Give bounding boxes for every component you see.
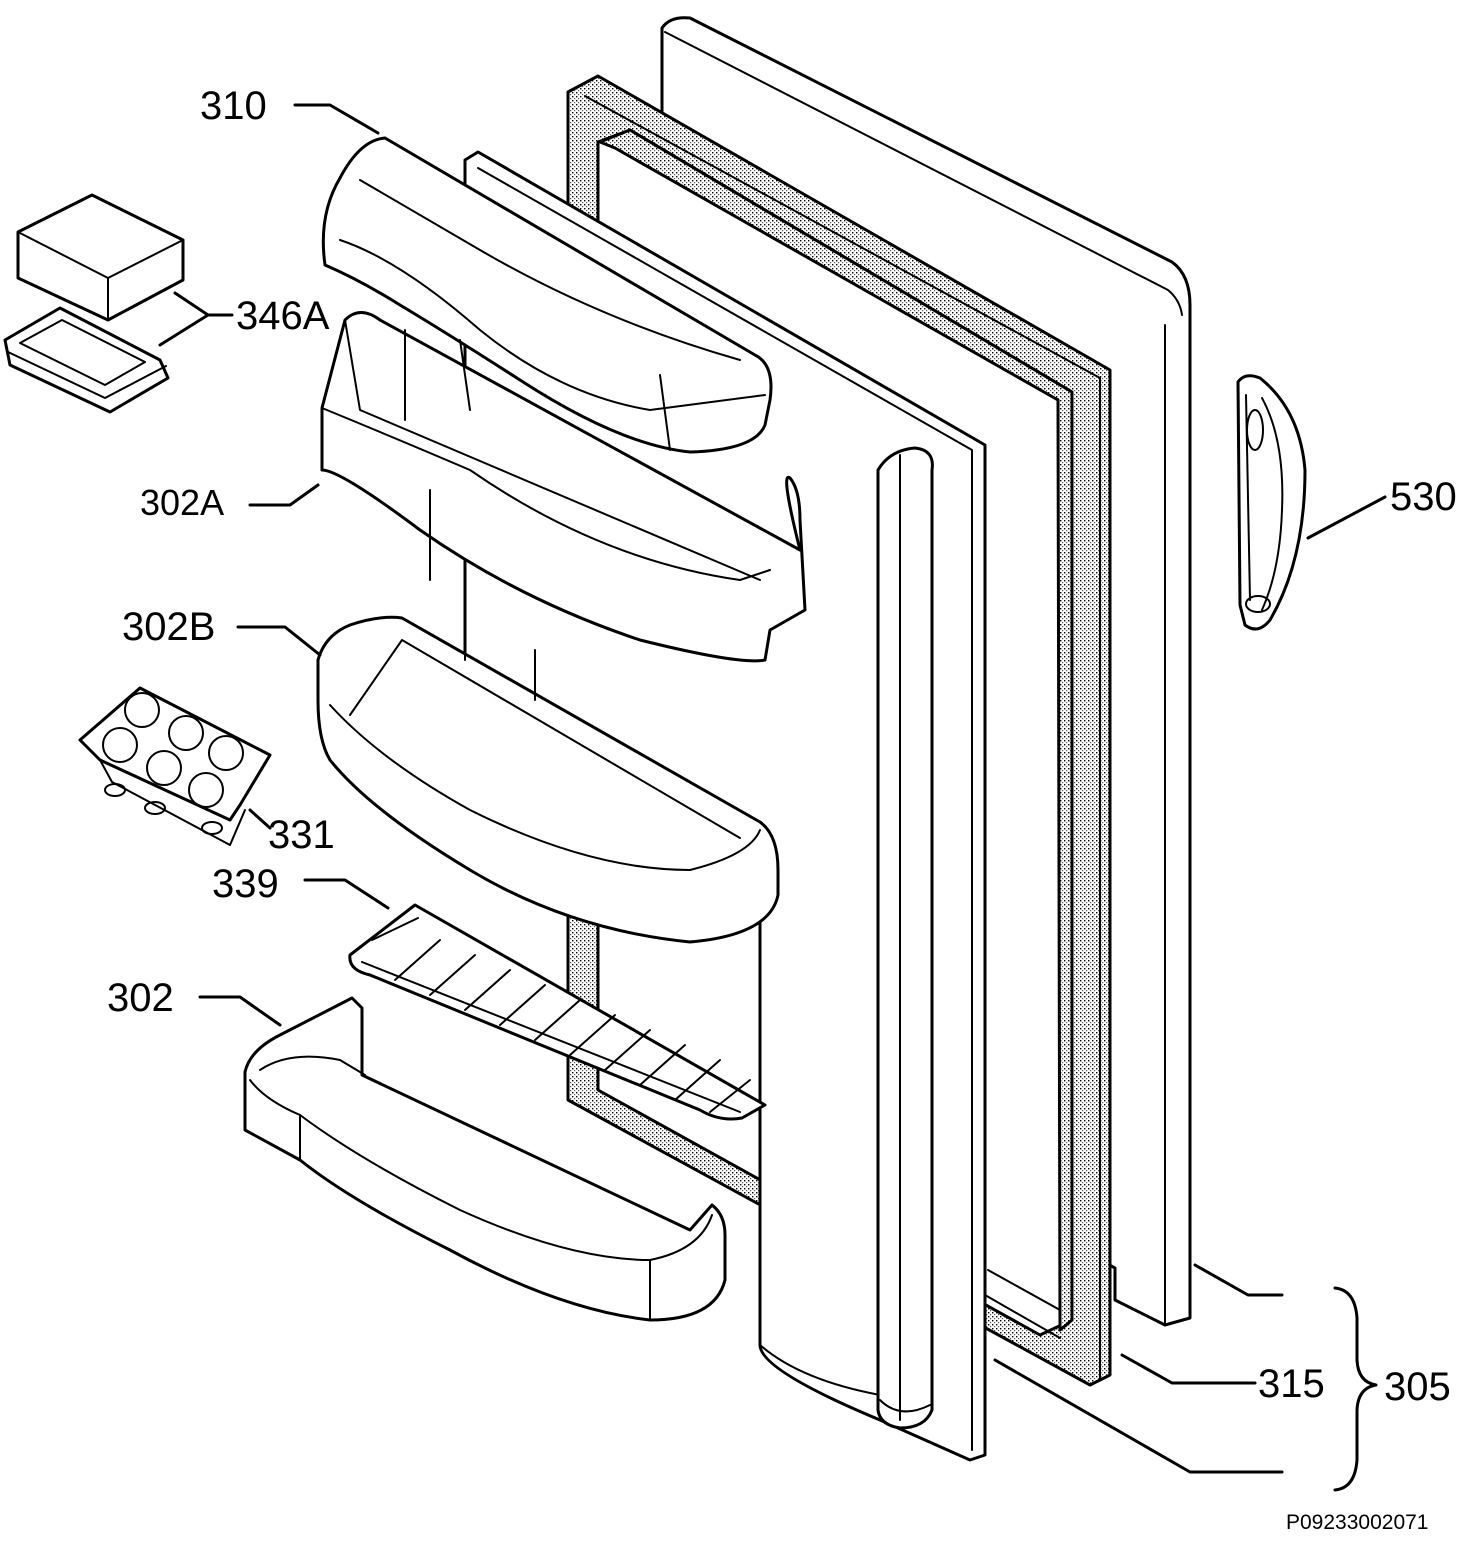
callout-339: 339 <box>212 862 279 906</box>
callout-331: 331 <box>268 813 335 857</box>
leader-lines <box>158 103 1387 1492</box>
callout-305: 305 <box>1384 1365 1451 1409</box>
callout-310: 310 <box>200 84 267 128</box>
liner-front-ledge <box>876 446 934 1430</box>
egg-tray <box>78 686 272 846</box>
callout-315: 315 <box>1258 1362 1325 1406</box>
callout-346a: 346A <box>236 294 330 338</box>
door-shelf-302 <box>243 996 727 1322</box>
callout-302: 302 <box>107 976 174 1020</box>
callout-302b: 302B <box>122 605 216 649</box>
reference-code: P09233002071 <box>1286 1511 1429 1534</box>
door-shelf-302a <box>320 311 807 663</box>
door-handle <box>1236 374 1307 631</box>
door-shelf-302b <box>316 615 780 944</box>
dairy-lid <box>321 136 773 454</box>
callout-302a: 302A <box>140 482 225 523</box>
butter-box <box>3 193 185 414</box>
bottle-retainer <box>348 903 767 1121</box>
callout-530: 530 <box>1390 475 1457 519</box>
